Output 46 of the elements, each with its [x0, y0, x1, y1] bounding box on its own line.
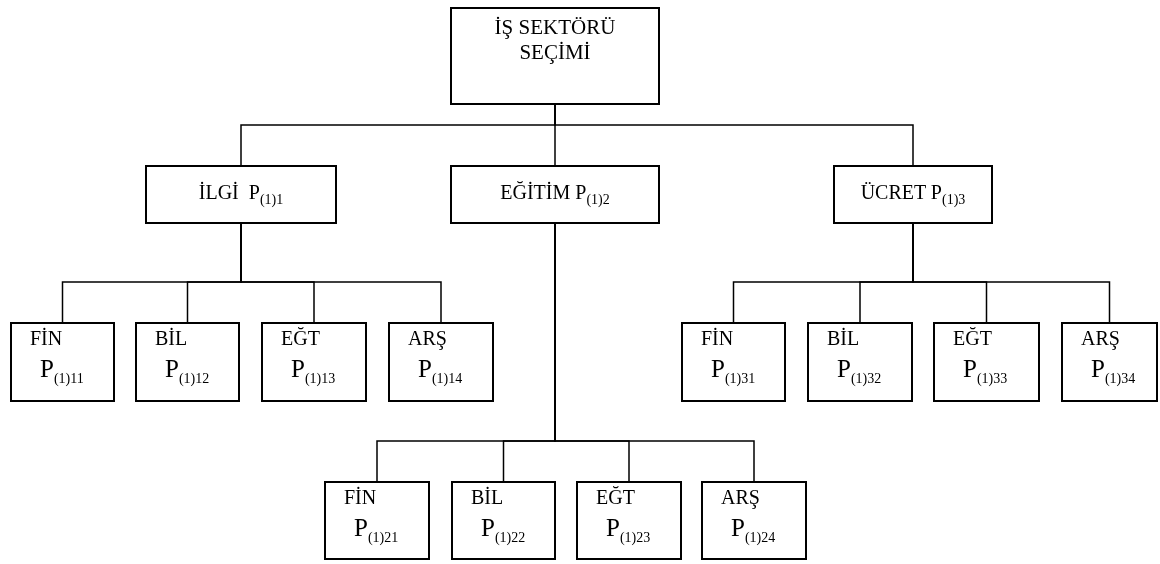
node-label: FİN: [344, 485, 377, 509]
node-label: EĞİTİM P$_{(1)2}$: [500, 180, 610, 209]
criterion-box: [933, 322, 1040, 402]
weight-label: P$_{(1)11}$: [40, 354, 84, 388]
weight-label: P$_{(1)24}$: [731, 513, 776, 547]
node-label: BİL: [827, 326, 860, 350]
node-label: EĞT: [596, 485, 635, 509]
criterion-box: [10, 322, 115, 402]
node-label: İŞ SEKTÖRÜ SEÇİMİ: [493, 15, 617, 66]
weight-label: P$_{(1)12}$: [165, 354, 210, 388]
weight-label: P$_{(1)14}$: [418, 354, 463, 388]
weight-label: P$_{(1)13}$: [291, 354, 336, 388]
node-label: ÜCRET P$_{(1)3}$: [860, 180, 966, 209]
criterion-box: [701, 481, 807, 560]
node-label: FİN: [701, 326, 734, 350]
connector-line: [240, 223, 442, 323]
node-label: BİL: [155, 326, 188, 350]
criterion-box: [135, 322, 240, 402]
criterion-box: [807, 322, 913, 402]
weight-label: P$_{(1)33}$: [963, 354, 1008, 388]
criterion-box: [1061, 322, 1158, 402]
weight-label: P$_{(1)34}$: [1091, 354, 1136, 388]
node-label: İLGİ P$_{(1)1}$: [198, 180, 284, 209]
node-label: ARŞ: [1081, 326, 1120, 350]
node-label: BİL: [471, 485, 504, 509]
category-box: [450, 165, 660, 224]
criterion-box: [324, 481, 430, 560]
criterion-box: [576, 481, 682, 560]
node-label: FİN: [30, 326, 63, 350]
node-label: EĞT: [953, 326, 992, 350]
node-label: EĞT: [281, 326, 320, 350]
criterion-box: [261, 322, 367, 402]
weight-label: P$_{(1)32}$: [837, 354, 882, 388]
criterion-box: [681, 322, 786, 402]
category-box: [833, 165, 993, 224]
weight-label: P$_{(1)31}$: [711, 354, 756, 388]
connector-line: [554, 104, 914, 166]
criterion-box: [451, 481, 556, 560]
weight-label: P$_{(1)23}$: [606, 513, 651, 547]
category-box: [450, 7, 660, 105]
node-label: ARŞ: [721, 485, 760, 509]
node-label: ARŞ: [408, 326, 447, 350]
category-box: [145, 165, 337, 224]
criterion-box: [388, 322, 494, 402]
weight-label: P$_{(1)22}$: [481, 513, 526, 547]
weight-label: P$_{(1)21}$: [354, 513, 399, 547]
